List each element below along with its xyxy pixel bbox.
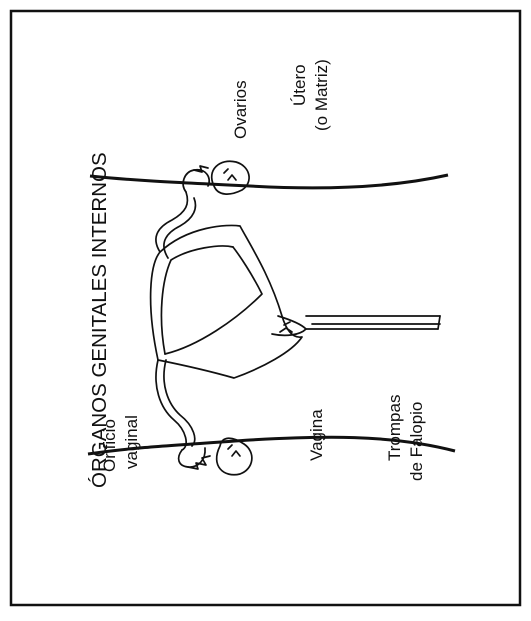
label-ovarios: Ovarios [231, 80, 250, 139]
label-utero-1: Útero [290, 64, 309, 106]
body-outline-right [90, 175, 448, 188]
label-orificio-1: Orificio [100, 419, 119, 472]
label-orificio-2: vaginal [122, 415, 141, 469]
label-utero-2: (o Matriz) [312, 59, 331, 131]
diagram-rotated: ÓRGANOS GENITALES INTERNOS Ovarios Útero… [88, 59, 455, 488]
label-trompas-1: Trompas [385, 395, 404, 461]
label-vagina: Vagina [307, 409, 326, 461]
